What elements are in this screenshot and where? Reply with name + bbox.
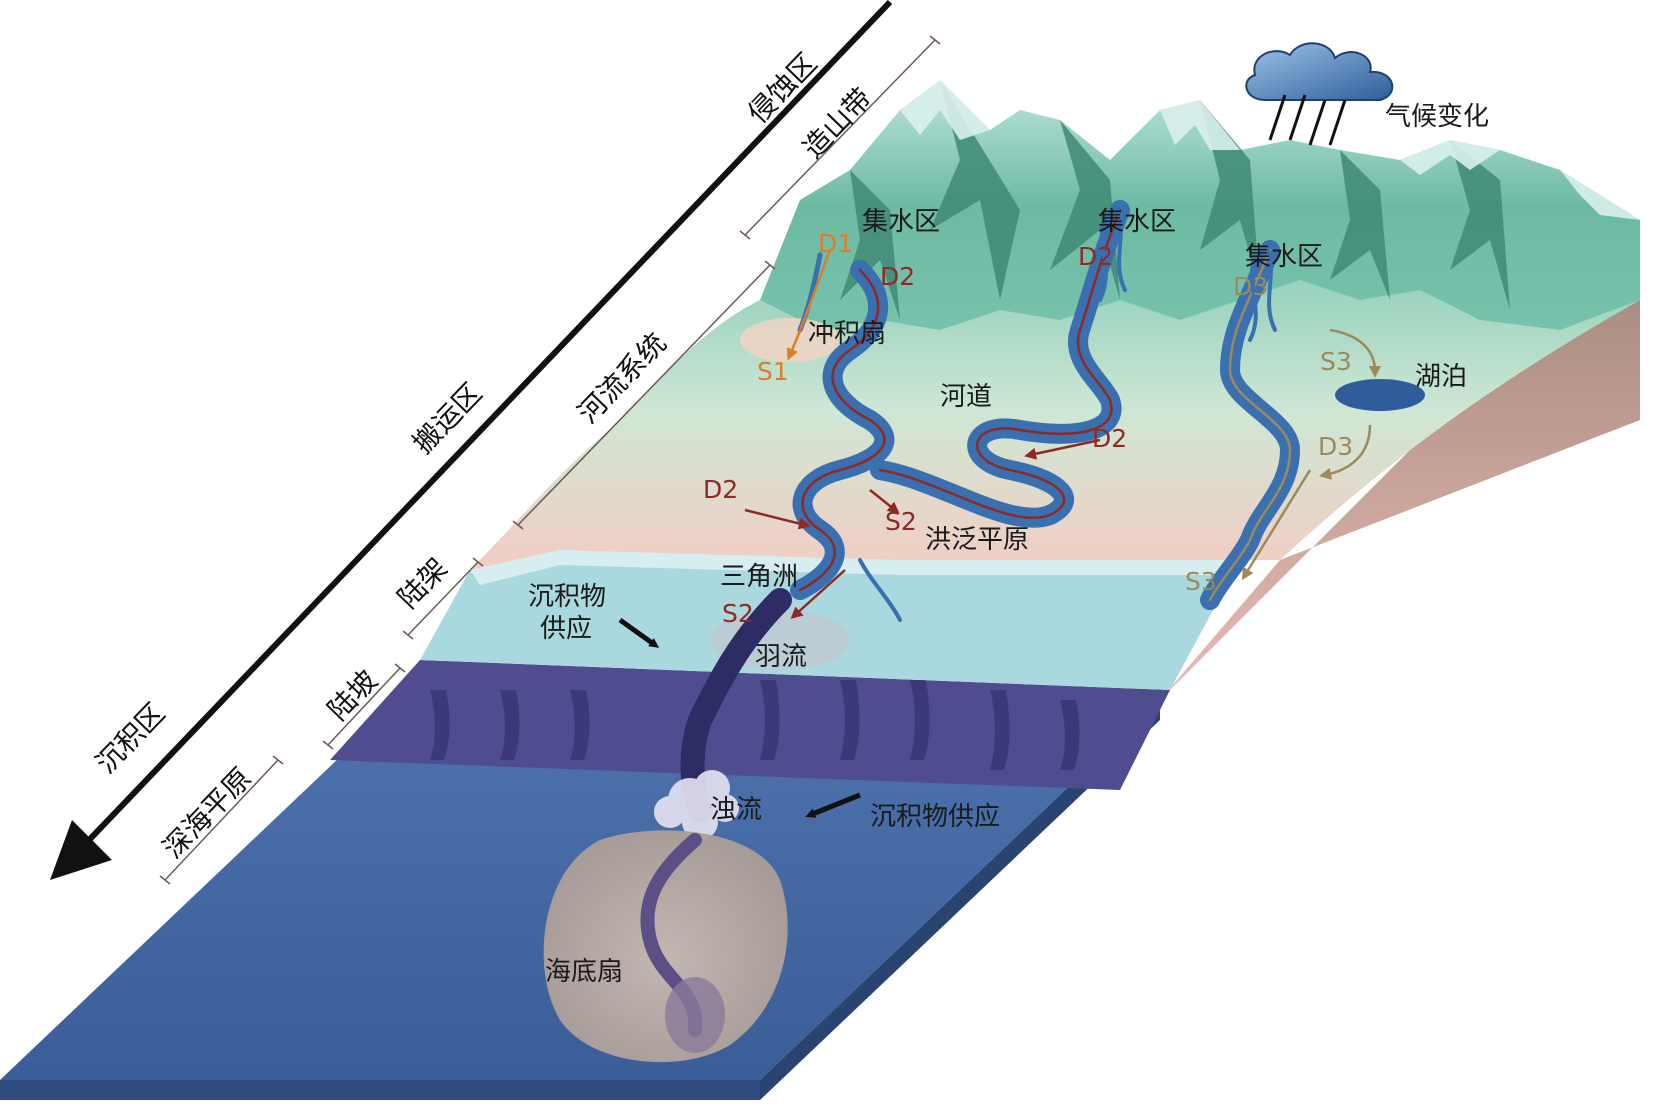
label-alluvial-fan: 冲积扇: [808, 319, 886, 349]
subzone-brackets: [159, 35, 941, 885]
lake: [1335, 379, 1425, 411]
code-s3-lake: S3: [1320, 347, 1352, 376]
label-climate-change: 气候变化: [1385, 102, 1489, 132]
river-plain: [470, 220, 1640, 570]
code-d2-catchment-1: D2: [880, 262, 915, 291]
s3-lake-arrow: [1329, 328, 1381, 378]
label-catchment-2: 集水区: [1098, 207, 1176, 237]
zone-arrow: [67, 0, 893, 863]
code-s2-floodplain: S2: [885, 507, 917, 536]
label-catchment-1: 集水区: [862, 207, 940, 237]
s3-shelf-arrow: [1241, 469, 1312, 581]
rivers: [790, 200, 1300, 622]
sea-floor-front-edge: [0, 1080, 760, 1100]
subzone-continental-shelf: 陆架: [391, 552, 454, 615]
label-plume: 羽流: [755, 642, 807, 672]
turbidity-current: [654, 770, 739, 840]
d2-floodplain-arrow: [1024, 438, 1101, 460]
d1-s1-arrow: [786, 249, 832, 361]
process-arrows: [618, 249, 1381, 818]
label-sediment-supply-shelf-1: 沉积物: [528, 582, 606, 612]
code-s3-shelf: S3: [1185, 567, 1217, 596]
sea-floor-right-edge: [760, 700, 1160, 1100]
d3-lake-arrow: [1319, 424, 1372, 480]
code-d2-catchment-2: D2: [1078, 242, 1113, 271]
continental-slope: [330, 660, 1170, 790]
code-d2-floodplain: D2: [1092, 424, 1127, 453]
s2-floodplain-arrow: [869, 489, 900, 514]
label-lake: 湖泊: [1415, 362, 1467, 392]
sediment-supply-shelf-arrow: [618, 617, 660, 648]
code-d2-channel: D2: [703, 475, 738, 504]
code-d3-catchment-3: D3: [1233, 272, 1268, 301]
label-catchment-3: 集水区: [1245, 242, 1323, 272]
code-s1: S1: [757, 357, 789, 386]
label-submarine-fan: 海底扇: [545, 957, 623, 987]
label-sediment-supply-deep: 沉积物供应: [870, 802, 1000, 832]
zone-transport: 搬运区: [406, 377, 488, 460]
mountain-snow: [900, 80, 1640, 220]
label-sediment-supply-shelf-2: 供应: [540, 614, 592, 644]
mountain-shading: [840, 80, 1510, 320]
d2-channel-arrow: [744, 508, 811, 530]
climate-cloud-icon: [1245, 42, 1394, 146]
s2-delta-arrow: [790, 569, 846, 620]
label-channel: 河道: [940, 382, 992, 412]
code-d1: D1: [818, 229, 853, 258]
shelf-edge-light: [470, 550, 1240, 585]
code-d3-lake: D3: [1318, 432, 1353, 461]
zone-arrowhead: [50, 820, 112, 880]
label-floodplain: 洪泛平原: [925, 525, 1029, 555]
slope-canyons: [430, 680, 1080, 770]
sediment-supply-deep-arrow: [805, 792, 861, 818]
alluvial-fan: [740, 318, 840, 362]
submarine-fan: [543, 830, 788, 1063]
mountain-range: [760, 80, 1640, 330]
label-turbidity-current: 浊流: [710, 795, 762, 825]
label-delta: 三角洲: [720, 562, 798, 592]
code-s2-delta: S2: [722, 599, 754, 628]
fan-lobe: [665, 977, 725, 1053]
subzone-abyssal-plain: 深海平原: [156, 761, 258, 865]
